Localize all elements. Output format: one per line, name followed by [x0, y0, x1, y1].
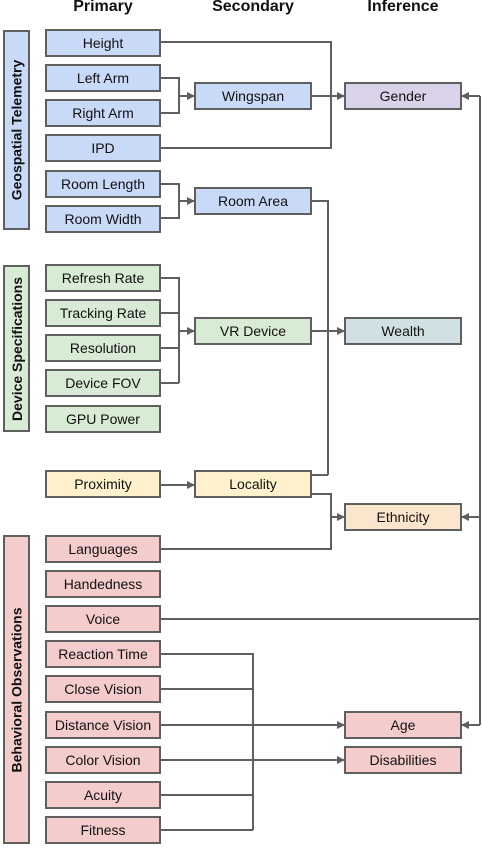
node-reaction-time: Reaction Time	[45, 640, 161, 668]
node-gender: Gender	[344, 82, 462, 110]
wire-ipd	[161, 96, 332, 149]
node-wingspan: Wingspan	[194, 82, 312, 110]
group-geospatial-telemetry: Geospatial Telemetry	[3, 30, 30, 230]
header-inference: Inference	[367, 0, 439, 15]
node-ipd: IPD	[45, 134, 161, 162]
node-close-vision: Close Vision	[45, 675, 161, 703]
node-room-width: Room Width	[45, 205, 161, 233]
wire-reaction-time	[161, 653, 254, 830]
group-device-specifications: Device Specifications	[3, 265, 30, 432]
header-secondary: Secondary	[212, 0, 294, 15]
node-proximity: Proximity	[45, 470, 161, 498]
node-languages: Languages	[45, 535, 161, 563]
wire-left-arm	[161, 77, 180, 96]
node-wealth: Wealth	[344, 317, 462, 345]
node-room-area: Room Area	[194, 187, 312, 215]
node-disabilities: Disabilities	[344, 746, 462, 774]
node-age: Age	[344, 711, 462, 739]
wire-room-area-out	[312, 200, 329, 475]
wire-right-arm	[161, 96, 180, 114]
node-resolution: Resolution	[45, 334, 161, 362]
node-fitness: Fitness	[45, 816, 161, 844]
node-refresh-rate: Refresh Rate	[45, 264, 161, 292]
node-distance-vision: Distance Vision	[45, 711, 161, 739]
wire-locality-down	[312, 493, 332, 517]
node-gpu-power: GPU Power	[45, 405, 161, 433]
node-ethnicity: Ethnicity	[344, 503, 462, 531]
node-room-length: Room Length	[45, 170, 161, 198]
wire-languages	[161, 517, 332, 550]
node-voice: Voice	[45, 605, 161, 633]
node-right-arm: Right Arm	[45, 99, 161, 127]
node-tracking-rate: Tracking Rate	[45, 299, 161, 327]
wire-refresh-rate	[161, 277, 180, 383]
node-left-arm: Left Arm	[45, 64, 161, 92]
node-height: Height	[45, 29, 161, 57]
node-locality: Locality	[194, 470, 312, 498]
wire-room-width	[161, 201, 180, 219]
node-color-vision: Color Vision	[45, 746, 161, 774]
node-acuity: Acuity	[45, 781, 161, 809]
node-vr-device: VR Device	[194, 317, 312, 345]
node-device-fov: Device FOV	[45, 369, 161, 397]
wire-room-length	[161, 183, 180, 201]
wire-height	[161, 41, 332, 96]
header-primary: Primary	[73, 0, 133, 15]
group-behavioral-observations: Behavioral Observations	[3, 535, 30, 844]
node-handedness: Handedness	[45, 570, 161, 598]
